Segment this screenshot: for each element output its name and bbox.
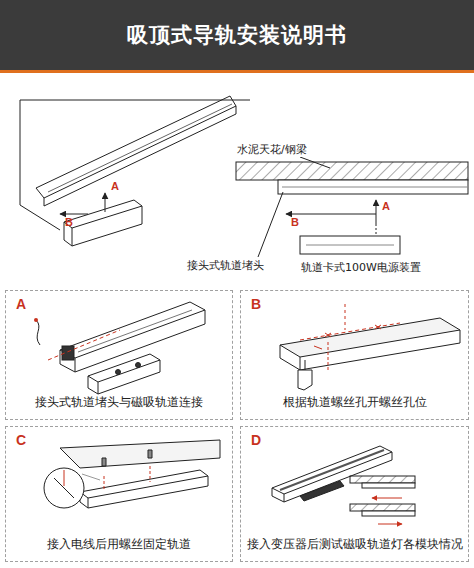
part-label: 轨道卡式100W电源装置 (300, 260, 422, 275)
drawing-stroke (300, 481, 344, 501)
arrow-letter: A (110, 180, 120, 192)
drawing-stroke (325, 325, 381, 337)
drawing-stroke (236, 162, 468, 180)
step-caption: 接入电线后用螺丝固定轨道 (6, 536, 232, 553)
drawing-stroke (36, 320, 40, 345)
drawing-stroke (82, 474, 100, 480)
step-panel: C 接入电线后用螺丝固定轨道 (5, 426, 233, 562)
drawing-stroke (0, 0, 474, 70)
drawing-stroke (105, 193, 106, 212)
drawing-stroke (44, 468, 84, 508)
drawing-stroke (88, 354, 160, 382)
drawing-stroke (300, 157, 330, 168)
step-caption: 接入变压器后测试磁吸轨道灯各模块情况 (241, 536, 468, 553)
step-panel: A 接头式轨道堵头与磁吸轨道连接 (5, 290, 233, 420)
drawing-stroke (116, 370, 121, 375)
drawing-stroke (48, 104, 232, 192)
drawing-stroke (64, 470, 65, 486)
drawing-stroke (280, 345, 300, 370)
drawing-stroke (280, 318, 460, 357)
drawing-stroke (78, 310, 192, 352)
drawing-stroke (34, 318, 38, 322)
step-panel: D 接入变压器后测试磁吸轨道灯各模块情况 (240, 426, 469, 562)
drawing-stroke (345, 304, 346, 330)
step-caption: 根据轨道螺丝孔开螺丝孔位 (241, 394, 468, 411)
panel-c-figure (44, 440, 220, 508)
drawing-stroke (376, 224, 377, 234)
drawing-stroke (328, 340, 329, 370)
drawing-stroke (350, 504, 415, 511)
part-label: 接头式轨道堵头 (186, 258, 265, 273)
drawing-stroke (258, 192, 283, 257)
drawing-stroke (306, 245, 394, 246)
drawing-stroke (286, 214, 330, 215)
drawing-stroke (20, 100, 250, 101)
ceiling-rail-figure (20, 96, 250, 246)
drawing-stroke (136, 363, 141, 368)
drawing-stroke (36, 96, 230, 188)
step-letter: B (251, 296, 261, 312)
drawing-stroke (80, 470, 208, 498)
drawing-stroke (60, 440, 220, 468)
panel-d-figure (272, 446, 415, 524)
drawing-stroke (278, 180, 468, 194)
arrow-letter: B (64, 216, 74, 228)
step-letter: A (16, 296, 26, 312)
drawing-stroke (88, 476, 208, 508)
drawing-stroke (48, 330, 120, 360)
drawing-stroke (362, 483, 415, 488)
page-title: 吸顶式导轨安装说明书 (0, 0, 474, 70)
drawing-stroke (60, 302, 205, 358)
drawing-stroke (300, 224, 376, 225)
header-bar (0, 0, 474, 73)
arrow-letter: B (290, 216, 300, 228)
step-panel: B 根据轨道螺丝孔开螺丝孔位 (240, 290, 469, 420)
arrow-letter: A (381, 200, 391, 212)
drawing-stroke (102, 450, 152, 466)
drawing-stroke (298, 370, 312, 390)
drawing-stroke (88, 376, 98, 394)
drawing-stroke (330, 214, 376, 215)
part-label: 水泥天花/钢梁 (236, 142, 308, 157)
step-caption: 接头式轨道堵头与磁吸轨道连接 (6, 394, 232, 411)
step-letter: C (16, 432, 26, 448)
drawing-stroke (372, 498, 402, 499)
drawing-stroke (98, 360, 160, 394)
drawing-stroke (300, 323, 400, 340)
drawing-stroke (150, 466, 151, 482)
drawing-stroke (36, 96, 236, 198)
drawing-stroke (104, 476, 105, 490)
drawing-stroke (282, 187, 468, 188)
panel-a-figure (34, 302, 205, 394)
drawing-stroke (72, 206, 142, 246)
panel-b-figure (280, 304, 460, 390)
drawing-stroke (376, 200, 377, 224)
drawing-stroke (44, 106, 236, 206)
drawing-stroke (60, 214, 88, 215)
step-letter: D (251, 432, 261, 448)
drawing-stroke (314, 346, 322, 349)
drawing-stroke (378, 524, 402, 525)
drawing-stroke (300, 236, 400, 254)
ceiling-section-figure (236, 157, 468, 257)
drawing-stroke (350, 476, 415, 483)
drawing-stroke (0, 70, 474, 73)
drawing-stroke (20, 100, 60, 230)
drawing-stroke (362, 511, 415, 516)
drawing-stroke (305, 360, 306, 370)
